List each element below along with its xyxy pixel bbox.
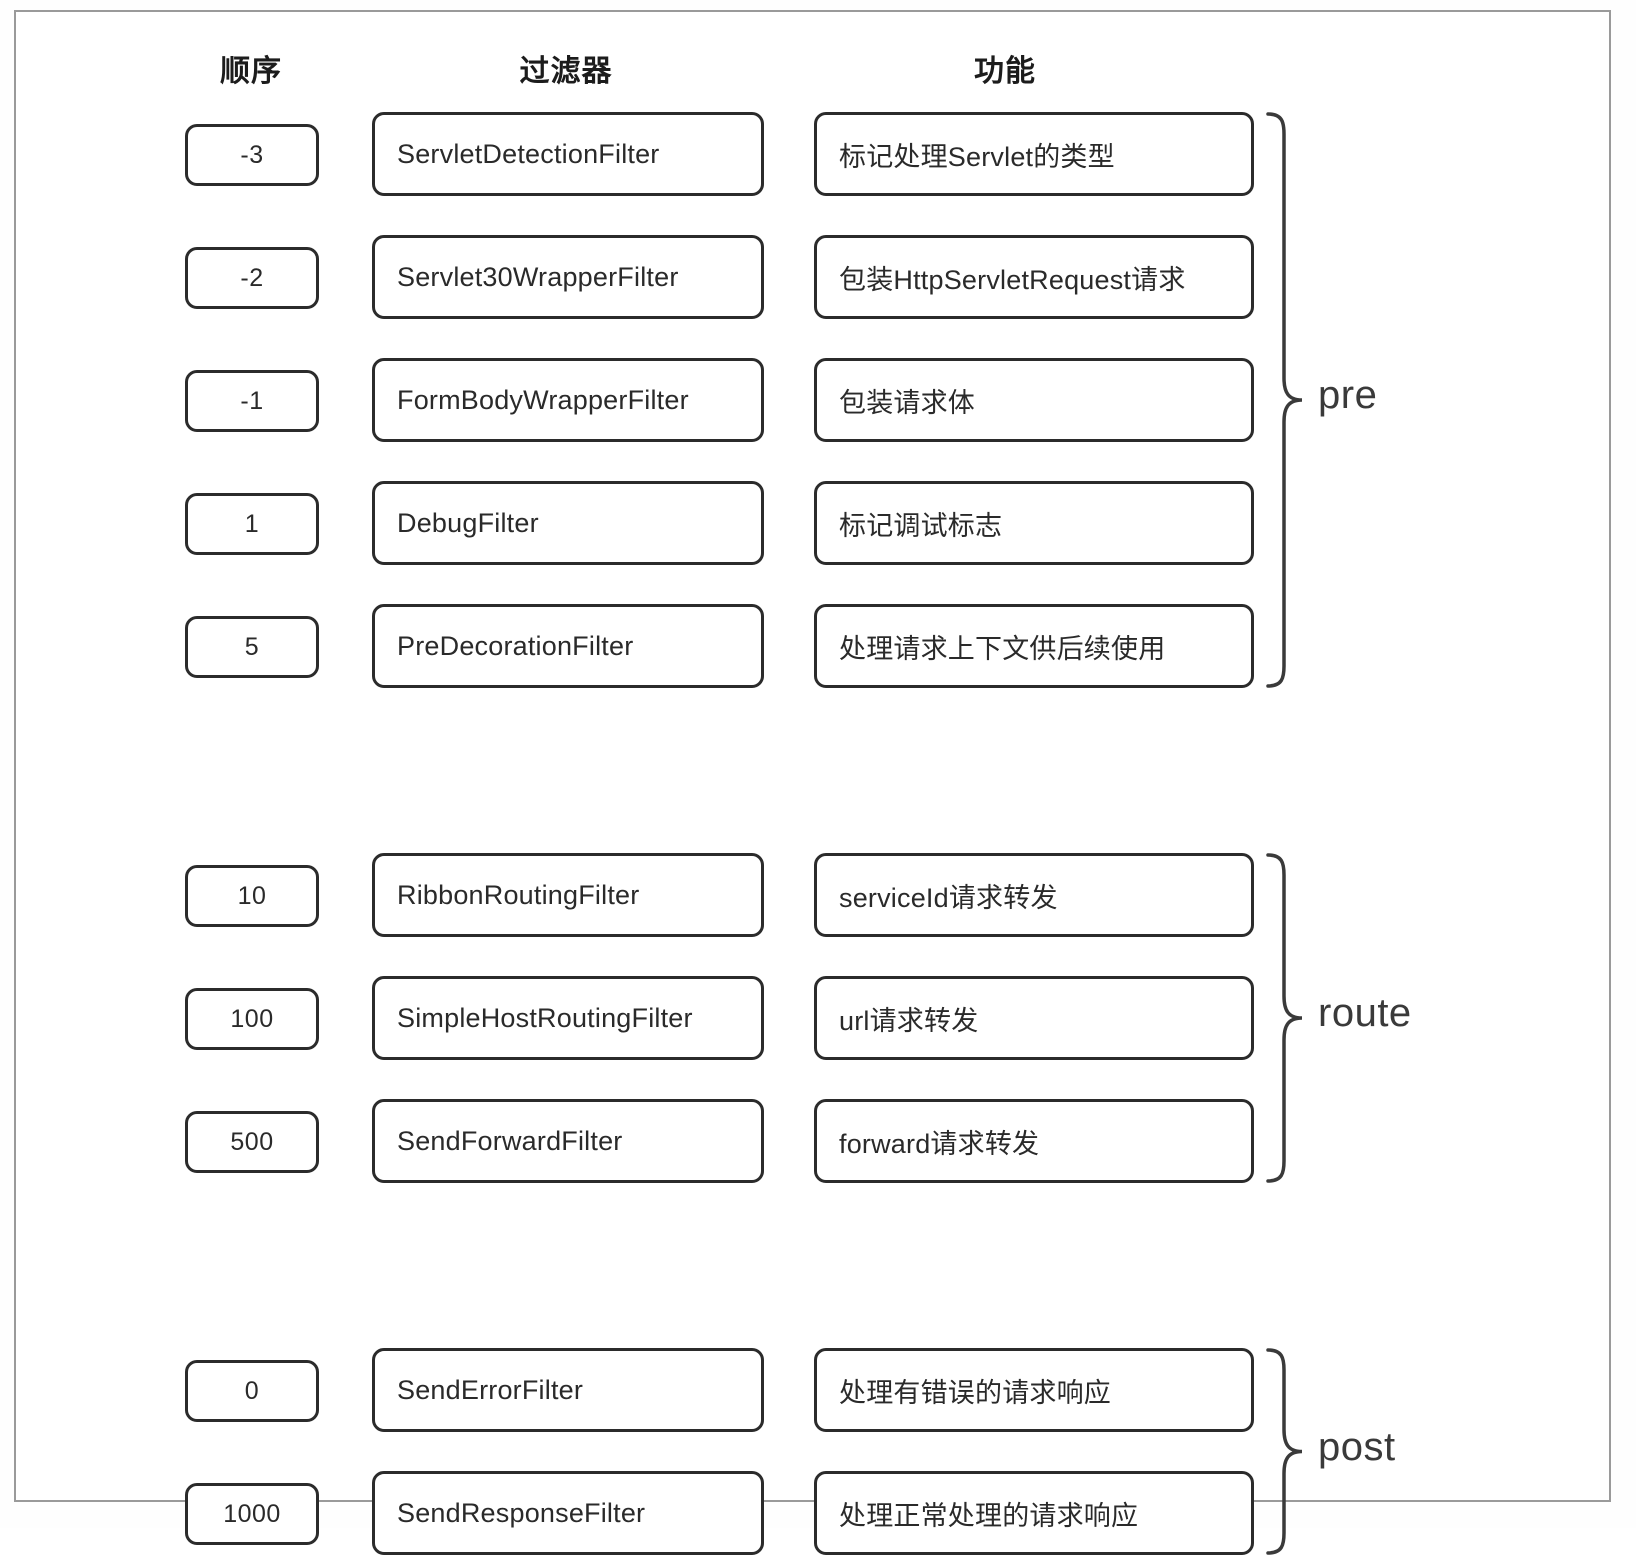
- filter-box: SendErrorFilter: [372, 1348, 764, 1432]
- curly-brace-icon: [1266, 112, 1303, 688]
- function-box: 标记调试标志: [814, 481, 1254, 565]
- function-description: 包装HttpServletRequest请求: [839, 264, 1186, 295]
- order-box: 5: [185, 616, 319, 678]
- filter-name: ServletDetectionFilter: [397, 138, 660, 169]
- filter-box: RibbonRoutingFilter: [372, 853, 764, 937]
- function-description: serviceId请求转发: [839, 882, 1058, 913]
- filter-box: SendResponseFilter: [372, 1471, 764, 1555]
- order-value: 100: [230, 1004, 274, 1033]
- order-value: 1: [244, 509, 260, 538]
- diagram-outer-frame: [14, 10, 1611, 1502]
- group-brace-route: [1262, 853, 1332, 1183]
- filter-name: RibbonRoutingFilter: [397, 879, 640, 910]
- filter-box: FormBodyWrapperFilter: [372, 358, 764, 442]
- filter-name: DebugFilter: [397, 507, 539, 538]
- filter-box: SendForwardFilter: [372, 1099, 764, 1183]
- filter-box: ServletDetectionFilter: [372, 112, 764, 196]
- filter-box: Servlet30WrapperFilter: [372, 235, 764, 319]
- function-description: url请求转发: [839, 1005, 979, 1036]
- filter-box: PreDecorationFilter: [372, 604, 764, 688]
- order-value: -1: [240, 386, 264, 415]
- function-box: 处理正常处理的请求响应: [814, 1471, 1254, 1555]
- column-header-order: 顺序: [220, 55, 282, 88]
- order-value: -3: [240, 140, 264, 169]
- order-box: 10: [185, 865, 319, 927]
- filter-name: SimpleHostRoutingFilter: [397, 1002, 693, 1033]
- order-value: 500: [230, 1127, 274, 1156]
- filter-name: SendForwardFilter: [397, 1125, 623, 1156]
- filter-name: SendErrorFilter: [397, 1374, 584, 1405]
- filter-name: SendResponseFilter: [397, 1497, 646, 1528]
- order-box: -1: [185, 370, 319, 432]
- function-description: 处理有错误的请求响应: [839, 1377, 1111, 1408]
- filter-name: PreDecorationFilter: [397, 630, 634, 661]
- order-box: -3: [185, 124, 319, 186]
- order-box: 1: [185, 493, 319, 555]
- order-box: 0: [185, 1360, 319, 1422]
- function-box: forward请求转发: [814, 1099, 1254, 1183]
- function-description: 包装请求体: [839, 387, 975, 418]
- function-box: url请求转发: [814, 976, 1254, 1060]
- function-box: 包装HttpServletRequest请求: [814, 235, 1254, 319]
- function-box: serviceId请求转发: [814, 853, 1254, 937]
- function-description: 标记处理Servlet的类型: [839, 141, 1115, 172]
- function-description: forward请求转发: [839, 1128, 1040, 1159]
- column-header-filter: 过滤器: [519, 55, 613, 88]
- order-value: 10: [237, 881, 267, 910]
- order-value: 0: [244, 1376, 260, 1405]
- order-box: 1000: [185, 1483, 319, 1545]
- function-box: 处理有错误的请求响应: [814, 1348, 1254, 1432]
- order-value: 1000: [223, 1499, 281, 1528]
- order-box: -2: [185, 247, 319, 309]
- function-description: 处理请求上下文供后续使用: [839, 633, 1166, 664]
- order-value: -2: [240, 263, 264, 292]
- curly-brace-icon: [1266, 853, 1303, 1183]
- group-label-post: post: [1318, 1424, 1396, 1469]
- function-box: 标记处理Servlet的类型: [814, 112, 1254, 196]
- column-header-function: 功能: [974, 55, 1036, 88]
- function-box: 处理请求上下文供后续使用: [814, 604, 1254, 688]
- order-box: 500: [185, 1111, 319, 1173]
- order-box: 100: [185, 988, 319, 1050]
- group-label-route: route: [1318, 991, 1412, 1035]
- filter-name: FormBodyWrapperFilter: [397, 384, 689, 415]
- filter-box: DebugFilter: [372, 481, 764, 565]
- function-description: 处理正常处理的请求响应: [839, 1500, 1139, 1531]
- filter-box: SimpleHostRoutingFilter: [372, 976, 764, 1060]
- order-value: 5: [244, 632, 260, 661]
- filter-name: Servlet30WrapperFilter: [397, 261, 679, 292]
- function-description: 标记调试标志: [839, 510, 1003, 541]
- function-box: 包装请求体: [814, 358, 1254, 442]
- group-label-pre: pre: [1318, 373, 1378, 417]
- group-brace-pre: [1262, 112, 1332, 688]
